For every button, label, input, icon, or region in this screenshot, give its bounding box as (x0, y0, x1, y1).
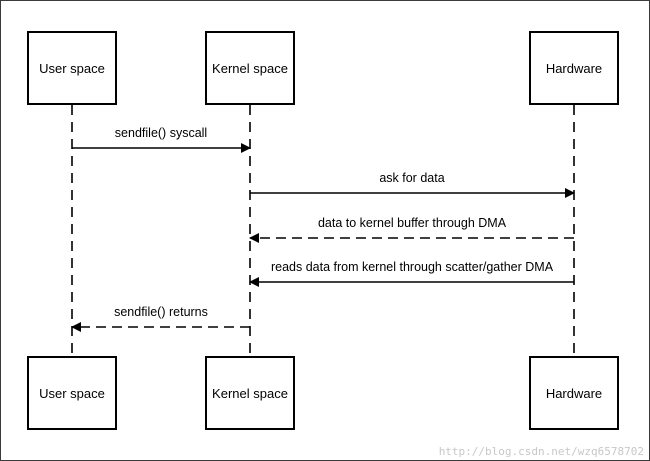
message-label-sendfile-syscall: sendfile() syscall (114, 126, 208, 140)
participant-label: Kernel space (212, 385, 288, 401)
message-label-ask-for-data: ask for data (379, 171, 445, 185)
participant-user-top: User space (27, 31, 117, 105)
message-label-data-to-kernel-buffer: data to kernel buffer through DMA (317, 216, 507, 230)
participant-user-bottom: User space (27, 356, 117, 430)
participant-hardware-bottom: Hardware (529, 356, 619, 430)
participant-label: Hardware (545, 385, 603, 401)
participant-kernel-top: Kernel space (205, 31, 295, 105)
participant-label: Kernel space (212, 60, 288, 76)
participant-label: Hardware (545, 60, 603, 76)
participant-label: User space (39, 385, 105, 401)
participant-kernel-bottom: Kernel space (205, 356, 295, 430)
participant-hardware-top: Hardware (529, 31, 619, 105)
message-label-reads-data-scatter-gather: reads data from kernel through scatter/g… (270, 260, 554, 274)
message-label-sendfile-returns: sendfile() returns (114, 305, 208, 319)
participant-label: User space (39, 60, 105, 76)
watermark-text: http://blog.csdn.net/wzq6578702 (438, 445, 644, 458)
